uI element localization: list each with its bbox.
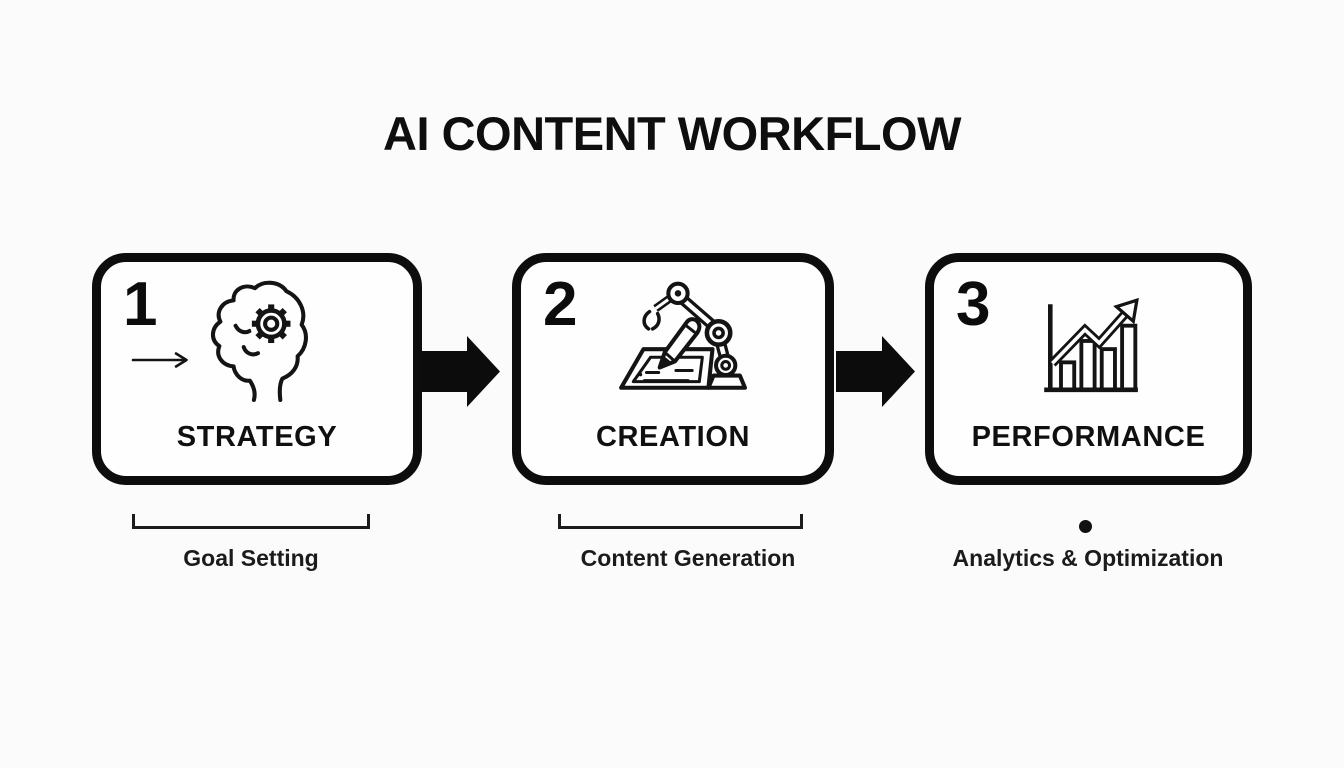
step-label-performance: PERFORMANCE (971, 421, 1206, 453)
step-number-2: 2 (543, 270, 578, 339)
step-number-3: 3 (956, 270, 991, 339)
step-label-strategy: STRATEGY (176, 421, 338, 453)
step-label-creation: CREATION (595, 421, 751, 453)
growth-chart-icon (1036, 288, 1142, 398)
step-box-creation: 2 (512, 253, 834, 485)
right-arrow-icon (131, 350, 195, 370)
sublabel-analytics-optimization: Analytics & Optimization (952, 545, 1224, 571)
sublabel-content-generation: Content Generation (580, 545, 796, 571)
sublabel-goal-setting: Goal Setting (183, 545, 319, 571)
step-box-performance: 3 PERFORMANCE (925, 253, 1252, 485)
flow-arrow-icon (836, 336, 915, 407)
step-number-1: 1 (123, 270, 158, 339)
flow-arrow-icon (421, 336, 500, 407)
page-title: AI CONTENT WORKFLOW (383, 107, 961, 160)
range-bracket-strategy (132, 514, 370, 529)
bullet-dot (1079, 520, 1092, 533)
range-bracket-creation (558, 514, 803, 529)
brain-gear-icon (205, 278, 315, 404)
step-box-strategy: 1 (92, 253, 422, 485)
robot-arm-writing-icon (613, 280, 747, 396)
